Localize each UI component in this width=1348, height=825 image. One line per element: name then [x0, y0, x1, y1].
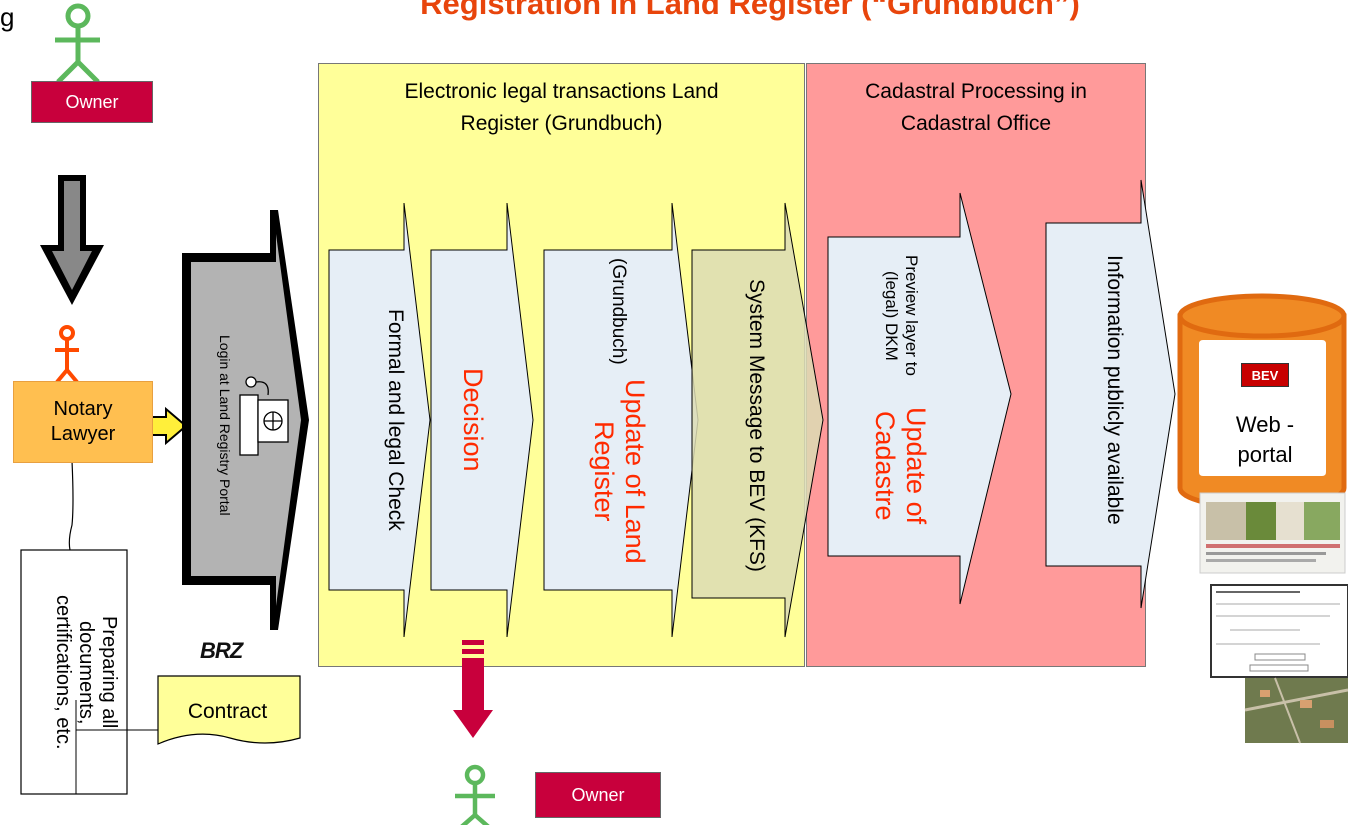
owner-bottom-label: Owner [571, 784, 625, 805]
web-portal-label: Web - portal [1200, 410, 1330, 470]
notary-lawyer-box: Notary Lawyer [13, 381, 153, 463]
owner-top-stick-figure [55, 3, 100, 84]
update-cadastre-sub: Preview layer to (legal) DKM [882, 255, 921, 377]
owner-top-box: Owner [31, 81, 153, 123]
preparing-documents-label: Preparing all documents, certifications,… [52, 595, 120, 750]
notary-to-portal-arrow [147, 406, 188, 446]
step-update-land-register-arrow [543, 202, 699, 638]
owner-top-label: Owner [65, 91, 119, 112]
step-formal-check-arrow [328, 202, 431, 638]
brz-logo: BRZ [200, 638, 243, 663]
formal-check-label: Formal and legal Check [384, 309, 407, 531]
web-portal-cylinder [1177, 293, 1347, 511]
land-register-panel-title: Electronic legal transactions Land Regis… [404, 80, 719, 135]
step-decision-arrow [430, 202, 534, 638]
notary-lawyer-label: Notary Lawyer [50, 398, 116, 445]
preparing-documents-box [20, 549, 128, 795]
contract-label: Contract [187, 700, 268, 723]
portal-data-screenshot-thumbnail [1210, 584, 1348, 678]
owner-bottom-stick-figure [455, 764, 495, 825]
contract-document-shape [157, 675, 301, 745]
update-land-register-label: Update of Land Register (Grundbuch) [558, 258, 678, 578]
cadastral-office-panel-title: Cadastral Processing in Cadastral Office [865, 80, 1087, 135]
decision-label: Decision [458, 368, 488, 472]
edge-text-fragment: g [0, 2, 15, 32]
website-screenshot-thumbnail [1199, 492, 1346, 574]
down-arrow-to-notary [40, 175, 104, 305]
bev-logo: BEV [1241, 363, 1289, 387]
web-portal-text: Web - portal [1235, 412, 1295, 467]
update-land-register-sub: (Grundbuch) [608, 258, 629, 365]
owner-bottom-box: Owner [535, 772, 661, 818]
page-title: Registration in Land Register (“Grundbuc… [420, 0, 1080, 21]
step-information-arrow [1045, 179, 1176, 609]
step-update-cadastre-arrow [827, 192, 1012, 605]
update-cadastre-title: Update of Cadastre [870, 407, 931, 525]
information-label: Information publicly available [1103, 255, 1126, 525]
notary-stick-figure [55, 325, 79, 384]
update-cadastre-label: Update of Cadastre Preview layer to (leg… [830, 244, 970, 544]
aerial-map-thumbnail [1244, 677, 1348, 744]
update-land-register-title: Update of Land Register [589, 379, 650, 564]
step-system-message-arrow [691, 202, 824, 638]
computer-terminal-icon [239, 376, 289, 456]
portal-login-label: Login at Land Registry Portal [217, 334, 233, 516]
down-arrow-to-owner [453, 640, 493, 738]
system-message-label: System Message to BEV (KFS) [745, 278, 768, 572]
